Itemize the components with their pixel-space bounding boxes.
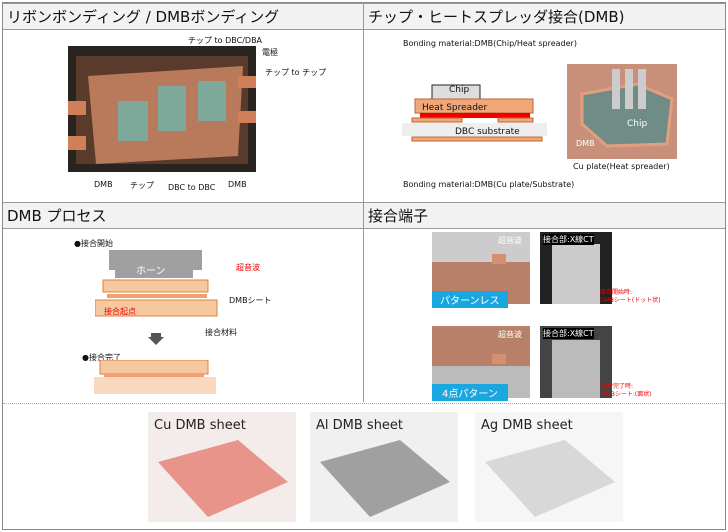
label-bonding-bottom: Bonding material:DMB(Cu plate/Substrate) — [403, 180, 575, 189]
label-electrode: 電極 — [262, 48, 278, 57]
label-photo-dmb: DMB — [576, 139, 595, 148]
ag-sheet-photo: Ag DMB sheet — [475, 412, 623, 522]
cu-sheet-photo: Cu DMB sheet — [148, 412, 296, 522]
note-2b: DMBシート:(面状) — [601, 391, 652, 398]
label-bond-done: ●接合完了 — [82, 353, 121, 362]
label-chip-to-dbc: チップ to DBC/DBA — [188, 36, 263, 45]
al-sheet-photo: Al DMB sheet — [310, 412, 458, 522]
power-module-photo — [68, 46, 256, 172]
down-arrow-icon — [148, 333, 164, 345]
label-xct-1: 接合部:X線CT — [543, 234, 594, 245]
label-chip: チップ — [130, 181, 154, 190]
label-chip-to-chip: チップ to チップ — [265, 68, 327, 77]
label-bond-material: 接合材料 — [205, 328, 237, 337]
label-ultrasonic-1: 超音波 — [498, 236, 522, 245]
layer-stack-diagram — [402, 84, 547, 142]
label-cu-plate: Cu plate(Heat spreader) — [573, 162, 670, 171]
process-start-diagram — [95, 250, 218, 317]
label-dmb-sheet: DMBシート — [229, 296, 272, 305]
ribbon-section-title: リボンボンディング / DMBボンディング — [3, 3, 363, 30]
label-dbc-substrate: DBC substrate — [455, 127, 520, 137]
label-ultrasonic: 超音波 — [236, 263, 260, 272]
chip-hs-section-title: チップ・ヒートスプレッダ接合(DMB) — [364, 3, 725, 30]
al-sheet-label: Al DMB sheet — [316, 418, 404, 433]
label-patternless: パターンレス — [432, 291, 508, 308]
cu-sheet-label: Cu DMB sheet — [154, 418, 246, 433]
note-1a: 接合開始時: — [600, 289, 633, 296]
label-xct-2: 接合部:X線CT — [543, 328, 594, 339]
label-bonding-top: Bonding material:DMB(Chip/Heat spreader) — [403, 39, 577, 48]
label-4-point-pattern: 4点パターン — [432, 384, 508, 401]
label-ultrasonic-2: 超音波 — [498, 330, 522, 339]
label-heat-spreader: Heat Spreader — [422, 103, 488, 113]
column-divider — [363, 2, 364, 402]
label-dbc-to-dbc: DBC to DBC — [168, 183, 216, 192]
process-done-diagram — [94, 360, 216, 394]
label-chip-layer: Chip — [449, 85, 470, 95]
terminal-section-title: 接合端子 — [364, 202, 725, 229]
label-dmb-right: DMB — [228, 180, 247, 189]
label-bond-start: ●接合開始 — [74, 239, 113, 248]
row-divider — [3, 403, 725, 404]
label-photo-chip: Chip — [627, 119, 648, 129]
process-section-title: DMB プロセス — [3, 202, 363, 229]
ag-sheet-label: Ag DMB sheet — [481, 418, 573, 433]
note-1b: DMBシート(ドット状) — [600, 297, 661, 304]
label-horn: ホーン — [136, 266, 166, 277]
chip-photo — [567, 64, 677, 159]
label-bond-origin: 接合起点 — [104, 307, 136, 316]
note-2a: 接合完了時: — [601, 383, 634, 390]
label-dmb-left: DMB — [94, 180, 113, 189]
